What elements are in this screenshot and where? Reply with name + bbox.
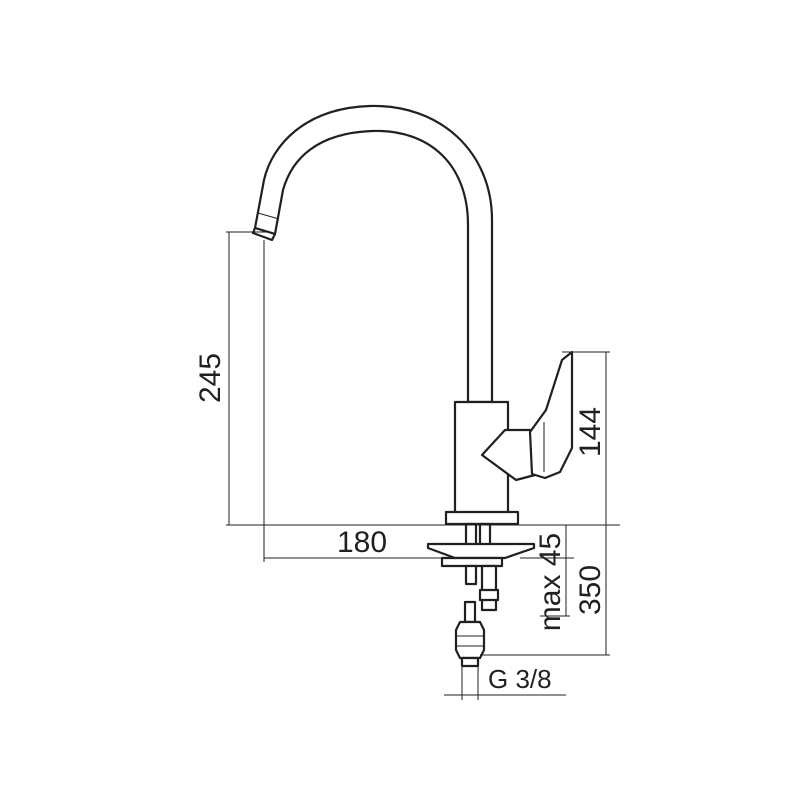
handle-lever	[528, 350, 574, 480]
supply-stem	[480, 564, 498, 612]
dimension-max-45: max 45	[520, 525, 574, 631]
stud-lower	[464, 564, 478, 586]
spout-tube	[253, 104, 494, 404]
dimension-350: 350	[480, 525, 610, 656]
spout-tip-ring	[257, 212, 280, 220]
hose-tube	[463, 600, 477, 624]
dimension-thread: G 3/8	[444, 664, 566, 700]
hose-nut	[454, 620, 486, 660]
dimension-label-thread: G 3/8	[488, 664, 552, 694]
spout-tip	[251, 226, 277, 242]
stem-nut	[478, 588, 500, 602]
dimension-144: 144	[562, 351, 610, 525]
dimension-180: 180	[263, 240, 476, 562]
hose-end	[460, 656, 480, 668]
fixing-washer	[440, 556, 504, 568]
dimension-label-144: 144	[574, 407, 607, 457]
fixing-plate	[426, 542, 536, 560]
dimension-245: 245	[194, 231, 620, 526]
base-flange	[444, 510, 520, 526]
dimension-label-350: 350	[574, 565, 607, 615]
mounting-hardware	[426, 522, 536, 612]
spout	[251, 104, 494, 404]
threaded-rod	[464, 522, 478, 548]
dimension-label-max-45: max 45	[534, 533, 567, 631]
lever-handle	[480, 350, 574, 482]
threaded-rod-2	[478, 522, 492, 548]
dimension-label-245: 245	[194, 353, 227, 403]
dimension-label-180: 180	[337, 526, 387, 559]
flexible-hose	[454, 600, 486, 668]
